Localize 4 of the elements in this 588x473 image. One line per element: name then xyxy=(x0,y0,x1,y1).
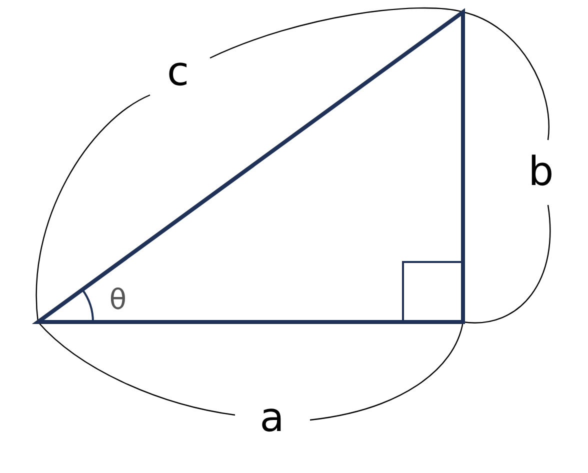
side-label: a xyxy=(260,398,284,438)
side-label: c xyxy=(167,52,189,92)
side-label: b xyxy=(528,152,554,192)
angle-label: θ xyxy=(109,286,127,314)
